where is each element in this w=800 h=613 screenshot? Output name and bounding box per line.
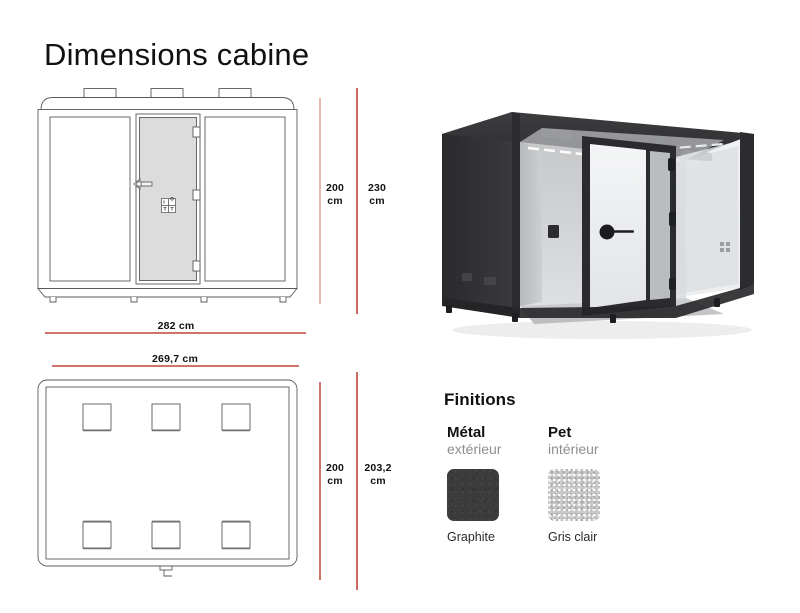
wall-socket-icon bbox=[548, 225, 559, 238]
plan-dimension-lines bbox=[319, 372, 358, 590]
finition-option-pet[interactable]: Pet intérieur Gris clair bbox=[548, 424, 658, 544]
dimension-depth-outer: 203,2 cm bbox=[364, 462, 392, 487]
cabine-3d-render bbox=[442, 112, 754, 339]
finition-metal-sub: extérieur bbox=[447, 441, 502, 457]
right-glass-panel bbox=[204, 116, 286, 282]
plan-squares-top bbox=[82, 403, 251, 431]
finition-pet-name: Pet bbox=[548, 424, 572, 441]
door-signage-icon bbox=[161, 197, 176, 213]
render-frame bbox=[512, 112, 754, 314]
finitions-heading: Finitions bbox=[444, 390, 516, 409]
render-wall-labels bbox=[462, 273, 496, 285]
swatch-graphite[interactable] bbox=[447, 469, 499, 521]
render-door-hinges bbox=[668, 158, 676, 290]
door-handle-icon bbox=[133, 178, 153, 190]
render-glass-badge bbox=[720, 242, 730, 252]
swatch-gris-clair-label: Gris clair bbox=[548, 530, 598, 544]
dimension-width-inner: 269,7 cm bbox=[152, 353, 198, 365]
render-door bbox=[582, 136, 676, 316]
render-door-handle bbox=[599, 224, 634, 240]
render-door-leaf bbox=[590, 144, 646, 308]
plan-door-handle bbox=[159, 565, 173, 577]
dimension-height-inner: 200 cm bbox=[325, 182, 345, 207]
page-title: Dimensions cabine bbox=[44, 37, 310, 72]
left-glass-panel bbox=[49, 116, 131, 282]
plan-view-drawing bbox=[37, 379, 298, 577]
finition-metal-name: Métal bbox=[447, 424, 486, 441]
swatch-gris-clair[interactable] bbox=[548, 469, 600, 521]
front-dimension-lines bbox=[319, 88, 358, 314]
dimension-depth-inner: 200 cm bbox=[325, 462, 345, 487]
feet-group bbox=[49, 297, 287, 303]
roof-vent-group bbox=[83, 88, 252, 98]
dimension-width-outer: 282 cm bbox=[157, 320, 195, 332]
finition-pet-sub: intérieur bbox=[548, 441, 599, 457]
render-left-wall bbox=[442, 112, 512, 314]
render-feet bbox=[446, 298, 720, 323]
dimension-height-outer: 230 cm bbox=[367, 182, 387, 207]
front-elevation-drawing bbox=[37, 88, 298, 303]
width-dimension-lines bbox=[45, 332, 306, 367]
plan-squares-bottom bbox=[82, 521, 251, 549]
swatch-graphite-label: Graphite bbox=[447, 530, 495, 544]
finition-option-metal[interactable]: Métal extérieur Graphite bbox=[447, 424, 557, 544]
